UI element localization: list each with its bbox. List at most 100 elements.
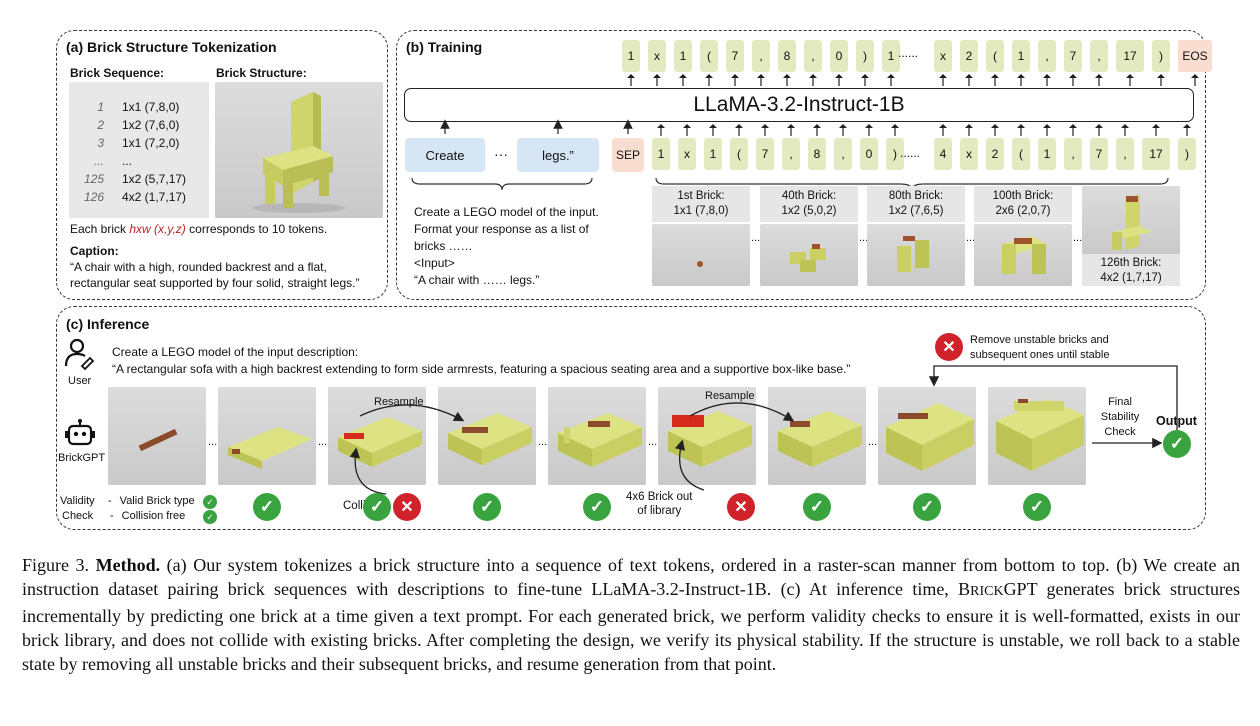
token-arrow <box>1043 124 1051 136</box>
arrow-glyph <box>709 124 717 136</box>
valid-check-icon: ✓ <box>583 493 611 521</box>
token: ) <box>886 138 904 170</box>
arrow-glyph <box>627 74 635 86</box>
valid-check-icon: ✓ <box>253 493 281 521</box>
brick-render-image <box>652 224 750 286</box>
robot-icon <box>65 419 95 446</box>
validity-label: Validity <box>60 495 95 507</box>
arrow-glyph <box>939 74 947 86</box>
valid-check-icon: ✓ <box>1023 493 1051 521</box>
inference-frame-image <box>218 387 316 485</box>
resample-label-2: Resample <box>705 390 755 402</box>
sequence-value: 1x1 (7,8,0) <box>122 100 180 114</box>
token: 1 <box>622 40 640 72</box>
brick-render-drawing <box>697 261 703 267</box>
token: ( <box>1012 138 1030 170</box>
token: ) <box>1152 40 1170 72</box>
arrow-glyph <box>991 74 999 86</box>
final-check-label: Final Stability Check <box>1096 395 1144 440</box>
inference-prompt-line1: Create a LEGO model of the input descrip… <box>112 345 359 359</box>
chair-final-drawing <box>1112 194 1152 250</box>
token: 7 <box>1064 40 1082 72</box>
arrow-glyph <box>865 124 873 136</box>
arrow-glyph <box>653 74 661 86</box>
token: , <box>752 40 770 72</box>
arrow-glyph <box>891 124 899 136</box>
arrow-glyph <box>731 74 739 86</box>
prompt-line: <Input> <box>414 256 455 270</box>
token: 8 <box>778 40 796 72</box>
sequence-index: 1 <box>97 100 104 114</box>
token-arrow <box>1121 124 1129 136</box>
brick-render-drawing <box>897 236 929 272</box>
token: , <box>804 40 822 72</box>
token: 1 <box>882 40 900 72</box>
token-arrow <box>683 124 691 136</box>
inference-frame-image <box>768 387 866 485</box>
token-arrow <box>991 74 999 86</box>
token-arrow <box>1095 74 1103 86</box>
arrow-glyph <box>1069 124 1077 136</box>
tokens-note-pre: Each brick <box>70 222 130 236</box>
brick-label: 40th Brick: <box>781 190 837 202</box>
arrow-glyph <box>1157 74 1165 86</box>
validity-legend-row2: Check - Collision free <box>60 509 195 524</box>
create-token-box: Create <box>405 138 485 172</box>
token: ) <box>1178 138 1196 170</box>
legs-token-box: legs.” <box>517 138 599 172</box>
brick-coord: 4x2 (1,7,17) <box>1100 272 1162 284</box>
user-icon <box>64 338 95 371</box>
token-arrow <box>861 74 869 86</box>
token-arrow <box>1152 124 1160 136</box>
arrow-glyph <box>1191 74 1199 86</box>
token-arrow <box>1126 74 1134 86</box>
token: 4 <box>934 138 952 170</box>
create-token-label: Create <box>425 147 465 163</box>
valid-check-icon: ✓ <box>803 493 831 521</box>
caption-label: Caption: <box>70 244 119 258</box>
brick-label: 126th Brick: <box>1100 257 1162 269</box>
ellipsis: ... <box>538 436 548 448</box>
token-arrow <box>1069 124 1077 136</box>
user-label: User <box>68 375 92 387</box>
out-of-library-label: 4x6 Brick out of library <box>626 490 692 518</box>
token-arrow <box>731 74 739 86</box>
token: 1 <box>1012 40 1030 72</box>
inference-prompt-line2: “A rectangular sofa with a high backrest… <box>112 362 851 376</box>
inference-frame-drawing <box>138 428 178 452</box>
brick-coord: 2x6 (2,0,7) <box>995 205 1051 217</box>
prompt-line: “A chair with …… legs.” <box>414 273 540 287</box>
token-arrow <box>939 74 947 86</box>
token: , <box>1090 40 1108 72</box>
resample-label-1: Resample <box>374 396 424 408</box>
brick-coord: 1x2 (7,6,5) <box>888 205 944 217</box>
caption-figure-label: Figure 3. <box>22 555 96 575</box>
chair-drawing <box>253 92 345 213</box>
arrow-glyph <box>1183 124 1191 136</box>
output-ellipsis: ...... <box>898 46 919 60</box>
sep-token-label: SEP <box>615 148 640 162</box>
arrow-glyph <box>991 124 999 136</box>
inference-frame-image <box>438 387 536 485</box>
remove-note-line1: Remove unstable bricks and <box>970 334 1109 346</box>
valid-type-label: Valid Brick type <box>119 495 195 507</box>
prompt-line: bricks …… <box>414 239 473 253</box>
token: , <box>1038 40 1056 72</box>
tokens-note-post: corresponds to 10 tokens. <box>185 222 328 236</box>
ellipsis: ... <box>318 436 328 448</box>
out-of-library-line2: of library <box>637 505 682 517</box>
inference-frame-drawing <box>228 427 312 469</box>
panel-a-title: (a) Brick Structure Tokenization <box>66 39 277 55</box>
sequence-value: 1x1 (7,2,0) <box>122 136 180 150</box>
brick-render-image <box>1082 186 1180 254</box>
caption-gpt: GPT <box>1003 579 1038 599</box>
token: , <box>1116 138 1134 170</box>
token: 1 <box>652 138 670 170</box>
figure-caption: Figure 3. Method. (a) Our system tokeniz… <box>22 553 1240 676</box>
sequence-value: 4x2 (1,7,17) <box>122 190 187 204</box>
token-arrow <box>657 124 665 136</box>
token: 2 <box>960 40 978 72</box>
token-arrow <box>705 74 713 86</box>
token-arrow <box>627 74 635 86</box>
